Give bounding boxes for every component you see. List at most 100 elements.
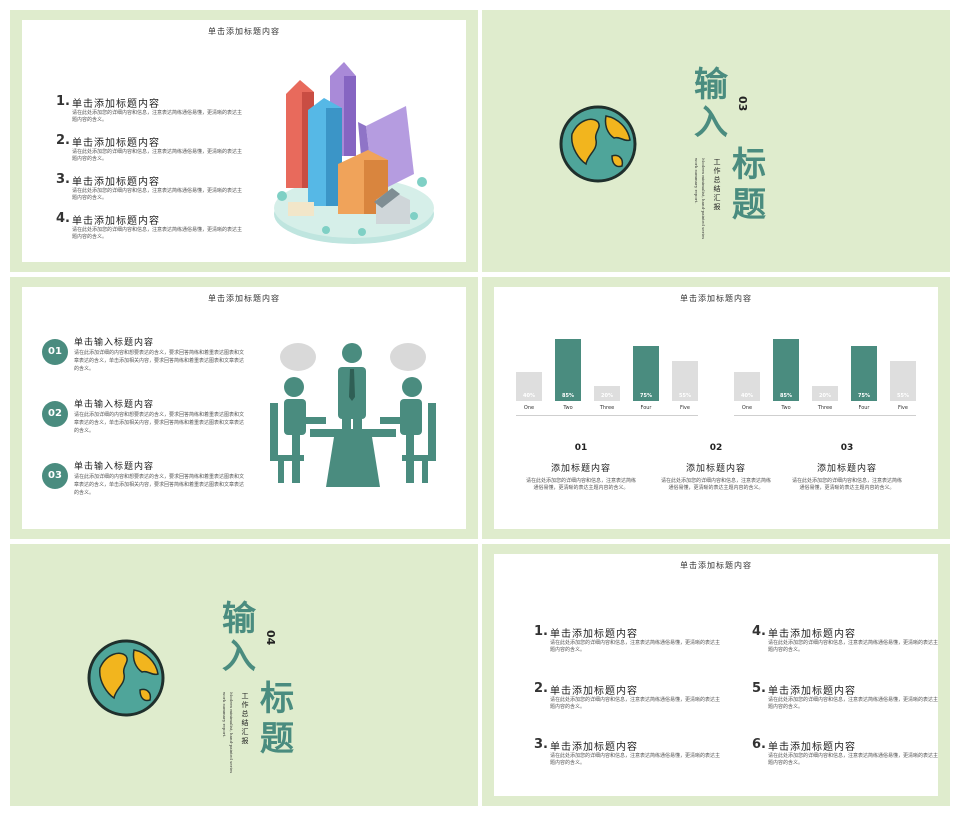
- section-english-line-2: work summary report.: [694, 158, 699, 204]
- column-desc: 请在此处添加您的详细内容和信息，注意表达简练通俗易懂，更清晰的表达主题内容的含义…: [792, 478, 903, 491]
- slide-thumbnail-1[interactable]: 单击添加标题内容 1. 单击添加标题内容 请在此处添加您的详细内容和信息，注意表…: [10, 10, 478, 272]
- meeting-people-illustration: [270, 343, 436, 487]
- slide-card: 单击添加标题内容 1. 单击添加标题内容 请在此处添加您的详细内容和信息，注意表…: [22, 20, 466, 262]
- slide-thumbnail-5[interactable]: 输 入 标 题 04 工作总结汇报 Modern minimalist, han…: [10, 544, 478, 806]
- item-number: 4.: [56, 211, 70, 226]
- section-subtitle: 工作总结汇报: [713, 158, 721, 212]
- title-char: 题: [732, 185, 766, 225]
- column-number: 01: [574, 443, 588, 453]
- slide-card: 单击添加标题内容 1. 单击添加标题内容 请在此处添加您的详细内容和信息，注意表…: [494, 554, 938, 796]
- item-desc: 请在此处添加您的详细内容和信息，注意表达简练通俗易懂，更清晰的表达主题内容的含义…: [550, 753, 721, 766]
- globe-icon: [559, 105, 637, 183]
- globe-icon: [87, 639, 165, 717]
- item-title: 单击添加标题内容: [72, 138, 160, 149]
- chart-bar: 20%: [594, 386, 620, 401]
- item-number: 6.: [752, 737, 766, 752]
- item-number: 4.: [752, 624, 766, 639]
- section-english-line-1: Modern minimalist, hand-painted series: [701, 158, 706, 240]
- item-number: 3.: [56, 172, 70, 187]
- chart-baseline: [734, 415, 916, 416]
- item-number-badge: 01: [42, 339, 68, 365]
- section-number: 04: [264, 630, 277, 646]
- title-char: 入: [694, 103, 728, 143]
- summary-column: 02 添加标题内容 请在此处添加您的详细内容和信息，注意表达简练通俗易懂，更清晰…: [661, 443, 771, 492]
- section-english-line-1: Modern minimalist, hand-painted series: [229, 692, 234, 774]
- bar-value-label: 75%: [858, 393, 870, 399]
- item-title: 单击输入标题内容: [74, 338, 155, 348]
- item-number: 3.: [534, 737, 548, 752]
- item-title: 单击添加标题内容: [768, 629, 856, 640]
- item-desc: 请在此处添加您的详细内容和信息，注意表达简练通俗易懂，更清晰的表达主题内容的含义…: [72, 149, 243, 162]
- title-char: 输: [694, 65, 728, 105]
- slide-thumbnail-3[interactable]: 单击添加标题内容 01 单击输入标题内容 请在此添加详细的内容和想要表达的含义，…: [10, 277, 478, 539]
- item-desc: 请在此处添加您的详细内容和信息，注意表达简练通俗易懂，更清晰的表达主题内容的含义…: [768, 697, 939, 710]
- category-label: Three: [817, 405, 833, 411]
- category-label: Four: [858, 405, 870, 411]
- chart-bar: 75%: [633, 346, 659, 401]
- item-title: 单击添加标题内容: [768, 742, 856, 753]
- isometric-city-illustration: [274, 62, 434, 244]
- slide-card: 单击添加标题内容 01 单击输入标题内容 请在此添加详细的内容和想要表达的含义，…: [22, 287, 466, 529]
- item-title: 单击添加标题内容: [72, 99, 160, 110]
- column-title: 添加标题内容: [550, 464, 611, 474]
- bar-value-label: 40%: [741, 393, 753, 399]
- slide-header: 单击添加标题内容: [208, 27, 280, 36]
- column-number: 03: [840, 443, 854, 453]
- bar-value-label: 55%: [679, 393, 691, 399]
- title-char: 标: [260, 679, 294, 719]
- bar-value-label: 20%: [601, 393, 613, 399]
- section-subtitle: 工作总结汇报: [241, 692, 249, 746]
- chart-baseline: [516, 415, 698, 416]
- item-title: 单击添加标题内容: [550, 686, 638, 697]
- slide-thumbnail-2[interactable]: 输 入 标 题 03 工作总结汇报 Modern minimalist, han…: [482, 10, 950, 272]
- item-number-badge: 03: [42, 463, 68, 489]
- chart-bar: 55%: [890, 361, 916, 401]
- item-desc: 请在此添加详细的内容和想要表达的含义，要求回答简练和着重表达图表和文章表达的含义…: [74, 350, 245, 372]
- item-desc: 请在此添加详细的内容和想要表达的含义，要求回答简练和着重表达图表和文章表达的含义…: [74, 474, 245, 496]
- slide-thumbnail-6[interactable]: 单击添加标题内容 1. 单击添加标题内容 请在此处添加您的详细内容和信息，注意表…: [482, 544, 950, 806]
- chart-bar: 85%: [555, 339, 581, 401]
- category-label: Five: [898, 405, 908, 411]
- bar-value-label: 85%: [562, 393, 574, 399]
- category-label: Five: [680, 405, 690, 411]
- column-number: 02: [709, 443, 723, 453]
- bar-value-label: 55%: [897, 393, 909, 399]
- item-title: 单击添加标题内容: [550, 742, 638, 753]
- item-number: 2.: [56, 133, 70, 148]
- title-char: 入: [222, 637, 256, 677]
- bar-value-label: 85%: [780, 393, 792, 399]
- chart-bar: 40%: [516, 372, 542, 401]
- item-desc: 请在此处添加您的详细内容和信息，注意表达简练通俗易懂，更清晰的表达主题内容的含义…: [768, 640, 939, 653]
- bar-value-label: 40%: [523, 393, 535, 399]
- chart-bar: 75%: [851, 346, 877, 401]
- section-english-line-2: work summary report.: [222, 692, 227, 738]
- item-title: 单击添加标题内容: [72, 216, 160, 227]
- slide-header: 单击添加标题内容: [680, 294, 752, 303]
- item-number: 1.: [534, 624, 548, 639]
- item-title: 单击添加标题内容: [72, 177, 160, 188]
- item-desc: 请在此处添加您的详细内容和信息，注意表达简练通俗易懂，更清晰的表达主题内容的含义…: [72, 188, 243, 201]
- item-desc: 请在此处添加您的详细内容和信息，注意表达简练通俗易懂，更清晰的表达主题内容的含义…: [72, 227, 243, 240]
- column-title: 添加标题内容: [685, 464, 746, 474]
- column-desc: 请在此处添加您的详细内容和信息，注意表达简练通俗易懂，更清晰的表达主题内容的含义…: [661, 478, 772, 491]
- title-char: 输: [222, 599, 256, 639]
- category-label: One: [523, 405, 535, 411]
- chart-bar: 40%: [734, 372, 760, 401]
- item-number: 5.: [752, 681, 766, 696]
- bar-value-label: 20%: [819, 393, 831, 399]
- slide-header: 单击添加标题内容: [208, 294, 280, 303]
- summary-column: 01 添加标题内容 请在此处添加您的详细内容和信息，注意表达简练通俗易懂，更清晰…: [526, 443, 636, 492]
- item-desc: 请在此处添加您的详细内容和信息，注意表达简练通俗易懂，更清晰的表达主题内容的含义…: [72, 110, 243, 123]
- column-title: 添加标题内容: [816, 464, 877, 474]
- chart-bar: 85%: [773, 339, 799, 401]
- item-title: 单击添加标题内容: [550, 629, 638, 640]
- item-title: 单击输入标题内容: [74, 462, 155, 472]
- item-desc: 请在此添加详细的内容和想要表达的含义，要求回答简练和着重表达图表和文章表达的含义…: [74, 412, 245, 434]
- category-label: Three: [599, 405, 615, 411]
- item-desc: 请在此处添加您的详细内容和信息，注意表达简练通俗易懂，更清晰的表达主题内容的含义…: [768, 753, 939, 766]
- chart-bar: 55%: [672, 361, 698, 401]
- chart-bar: 20%: [812, 386, 838, 401]
